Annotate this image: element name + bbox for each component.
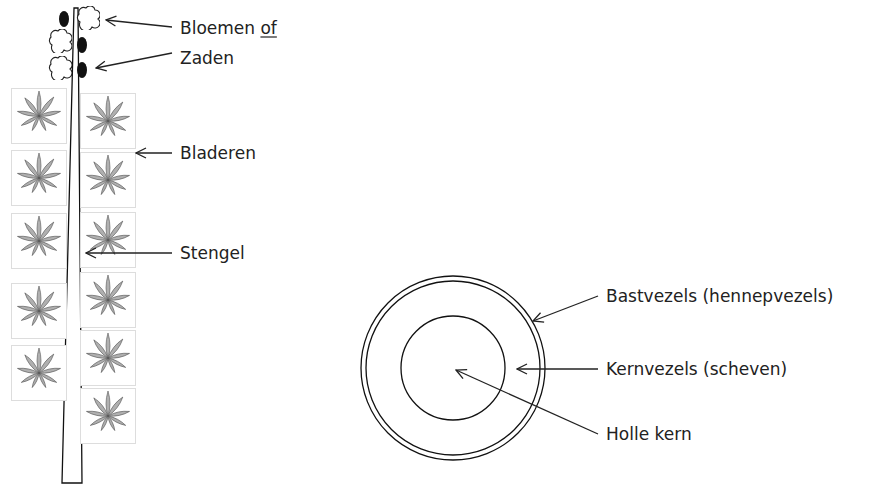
part-label: Kernvezels (scheven): [606, 357, 787, 381]
part-label: Bladeren: [180, 141, 256, 165]
part-label: Bastvezels (hennepvezels): [606, 284, 833, 308]
stem-cross-section: [361, 276, 545, 460]
part-label: Holle kern: [606, 422, 692, 446]
leader-arrows: [86, 20, 598, 434]
flowers-seeds: [49, 6, 100, 81]
part-label: Stengel: [180, 241, 245, 265]
part-label: Bloemen of Zaden: [180, 13, 305, 73]
leaves: [12, 89, 136, 444]
